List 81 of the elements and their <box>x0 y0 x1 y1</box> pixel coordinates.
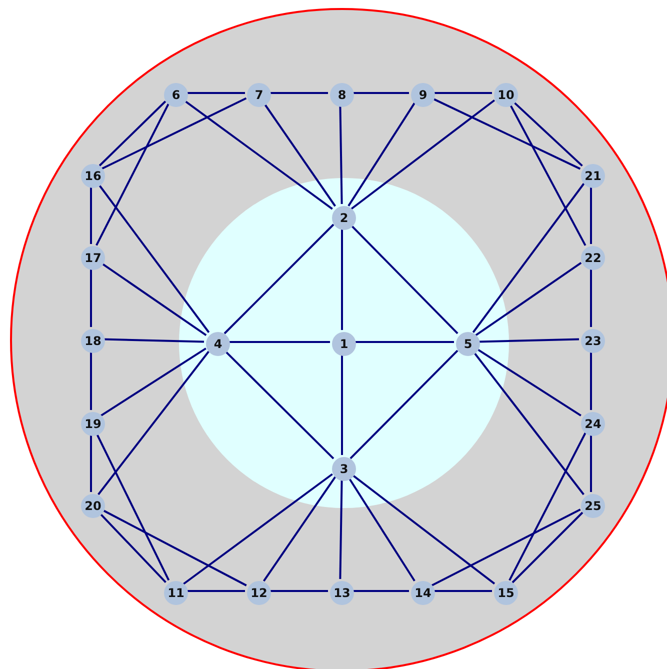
edge-line <box>100 348 206 416</box>
edge-line <box>350 350 458 460</box>
edge-line <box>339 478 343 580</box>
edge-line <box>183 99 333 210</box>
graph-node: 20 <box>81 494 105 518</box>
edge-line <box>341 354 343 455</box>
edge-line <box>90 351 92 410</box>
edge-line <box>186 590 245 592</box>
edge-line <box>263 102 336 207</box>
edge-line <box>186 92 245 94</box>
edge-line <box>350 474 496 584</box>
edge-line <box>431 97 581 170</box>
edge-line <box>97 183 210 333</box>
edge-line <box>98 100 166 166</box>
edge-line <box>478 338 580 343</box>
edge-line <box>98 350 210 496</box>
edge-line <box>472 350 584 496</box>
graph-node: 22 <box>581 246 605 270</box>
edge-line <box>354 341 454 343</box>
graph-node: 19 <box>81 412 105 436</box>
edge-line <box>590 434 592 492</box>
edge-line <box>350 224 458 334</box>
graph-node: 9 <box>411 83 435 107</box>
edge-line <box>590 268 592 327</box>
edge-line <box>350 99 496 210</box>
edge-line <box>352 590 409 592</box>
edge-line <box>431 508 581 586</box>
edge-line <box>90 268 92 327</box>
edge-line <box>183 473 333 585</box>
edge-line <box>90 186 92 244</box>
graph-node: 5 <box>456 332 480 356</box>
graph-node: 15 <box>494 581 518 605</box>
edge-line <box>98 512 166 583</box>
edge-line <box>341 228 343 330</box>
edge-line <box>262 476 336 582</box>
graph-node: 23 <box>581 329 605 353</box>
edge-line <box>95 432 170 581</box>
edge-line <box>476 348 582 416</box>
edge-line <box>269 92 328 94</box>
graph-node: 21 <box>581 164 605 188</box>
edge-line <box>224 350 334 460</box>
edge-line <box>512 100 583 167</box>
edge-line <box>228 341 330 343</box>
edge-line <box>508 432 586 581</box>
edge-line <box>102 338 204 343</box>
graph-node: 24 <box>581 412 605 436</box>
edge-line <box>590 186 592 244</box>
graph-node: 7 <box>247 83 271 107</box>
graph-node: 14 <box>411 581 435 605</box>
edge-line <box>508 103 586 246</box>
graph-node: 16 <box>81 164 105 188</box>
edge-line <box>590 351 592 410</box>
edge-line <box>433 92 492 94</box>
graph-node: 25 <box>581 494 605 518</box>
edge-line <box>475 262 582 336</box>
edge-line <box>90 434 92 492</box>
edge-line <box>472 183 585 333</box>
edge-line <box>101 97 247 170</box>
edge-line <box>101 508 247 586</box>
edge-line <box>348 102 416 206</box>
graph-node: 11 <box>164 581 188 605</box>
graph-node: 4 <box>206 332 230 356</box>
edge-line <box>100 262 207 336</box>
graph-node: 10 <box>494 83 518 107</box>
graph-node: 13 <box>330 581 354 605</box>
graph-node: 17 <box>81 246 105 270</box>
edge-line <box>224 224 334 334</box>
edge-line <box>512 512 584 584</box>
edge-line <box>96 103 170 246</box>
graph-node: 6 <box>164 83 188 107</box>
graph-node: 12 <box>247 581 271 605</box>
edge-line <box>348 476 416 582</box>
edge-line <box>339 104 343 204</box>
graph-node: 8 <box>330 83 354 107</box>
graph-node: 2 <box>332 206 356 230</box>
graph-node: 1 <box>332 332 356 356</box>
edge-line <box>433 590 492 592</box>
edge-line <box>352 92 409 94</box>
graph-node: 18 <box>81 329 105 353</box>
edge-line <box>269 590 328 592</box>
graph-node: 3 <box>332 457 356 481</box>
